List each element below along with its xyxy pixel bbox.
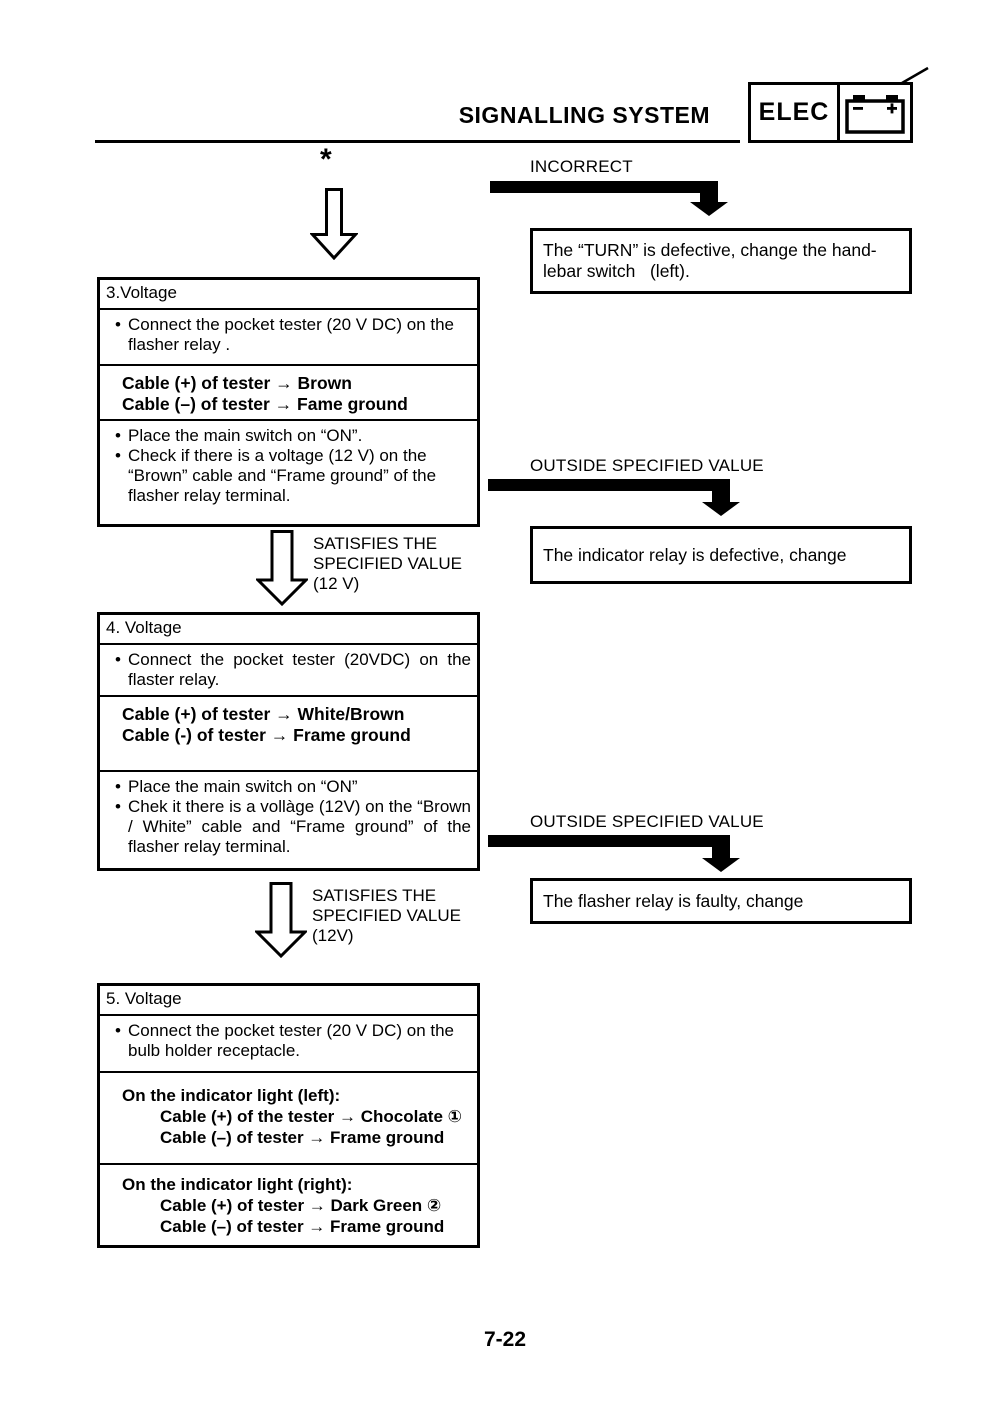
indicator-right-cable-1: Cable (+) of tester → Dark Green ② xyxy=(160,1196,442,1215)
step-4-check-text-2: Chek it there is a vollàge (12V) on the … xyxy=(128,797,472,856)
corner-mark xyxy=(901,66,929,85)
indicator-left-cable-1: Cable (+) of the tester → Chocolate ① xyxy=(160,1107,463,1126)
step-5-left-indicator-row: On the indicator light (left): Cable (+)… xyxy=(100,1071,477,1163)
bullet-icon: • xyxy=(115,797,121,816)
down-arrow-outline-icon xyxy=(255,882,307,958)
step-4-connect-row: • Connect the pocket tester (20VDC) on t… xyxy=(100,643,477,695)
asterisk-note: * xyxy=(320,143,332,176)
step-3-connect-row: • Connect the pocket tester (20 V DC) on… xyxy=(100,308,477,364)
battery-icon xyxy=(840,85,910,140)
page-number: 7-22 xyxy=(483,1328,527,1351)
outside-step-arrow-icon-1 xyxy=(488,479,740,516)
step-3-cable-line-1: Cable (+) of tester → Brown xyxy=(122,373,352,393)
down-arrow-outline-icon xyxy=(256,530,308,606)
down-arrow-outline-icon xyxy=(310,188,358,260)
step-4-connect-text: Connect the pocket tester (20VDC) on the… xyxy=(128,650,471,689)
step-3-title: 3.Voltage xyxy=(106,283,177,302)
step-3-check-text-2: Check if there is a voltage (12 V) on th… xyxy=(128,446,437,505)
outside-step-arrow-icon-2 xyxy=(488,835,740,872)
step-5-voltage-box: 5. Voltage • Connect the pocket tester (… xyxy=(97,983,480,1248)
step-4-cable-line-2: Cable (-) of tester → Frame ground xyxy=(122,725,411,745)
step-3-check-text-1: Place the main switch on “ON”. xyxy=(128,426,363,445)
bullet-icon: • xyxy=(115,315,121,334)
step-5-connect-text: Connect the pocket tester (20 V DC) on t… xyxy=(128,1021,455,1060)
step-3-cable-row: Cable (+) of tester → Brown Cable (–) of… xyxy=(100,364,477,419)
step-4-title: 4. Voltage xyxy=(106,618,182,637)
step-3-voltage-box: 3.Voltage • Connect the pocket tester (2… xyxy=(97,277,480,527)
bullet-icon: • xyxy=(115,1021,121,1040)
step-5-title: 5. Voltage xyxy=(106,989,182,1008)
step-4-voltage-box: 4. Voltage • Connect the pocket tester (… xyxy=(97,612,480,871)
step-4-cable-row: Cable (+) of tester → White/Brown Cable … xyxy=(100,695,477,770)
indicator-right-cable-2: Cable (–) of tester → Frame ground xyxy=(160,1217,445,1236)
outside-value-label-2: OUTSIDE SPECIFIED VALUE xyxy=(530,812,764,831)
step-3-cable-line-2: Cable (–) of tester → Fame ground xyxy=(122,394,408,414)
bullet-icon: • xyxy=(115,446,121,465)
incorrect-label: INCORRECT xyxy=(530,157,633,176)
bullet-icon: • xyxy=(115,777,121,796)
indicator-left-heading: On the indicator light (left): xyxy=(122,1086,341,1105)
step-5-connect-row: • Connect the pocket tester (20 V DC) on… xyxy=(100,1014,477,1071)
step-4-check-text-1: Place the main switch on “ON” xyxy=(128,777,358,796)
incorrect-step-arrow-icon xyxy=(490,181,728,216)
indicator-left-cable-2: Cable (–) of tester → Frame ground xyxy=(160,1128,445,1147)
satisfies-value-label-2: SATISFIES THE SPECIFIED VALUE (12V) xyxy=(312,886,461,945)
step-4-cable-line-1: Cable (+) of tester → White/Brown xyxy=(122,704,405,724)
result-box-indicator-relay: The indicator relay is defective, change xyxy=(530,526,912,584)
bullet-icon: • xyxy=(115,650,121,669)
step-3-check-row: • Place the main switch on “ON”. • Check… xyxy=(100,419,477,524)
step-5-right-indicator-row: On the indicator light (right): Cable (+… xyxy=(100,1163,477,1245)
result-box-turn: The “TURN” is defective, change the hand… xyxy=(530,228,912,294)
chapter-tag-label: ELEC xyxy=(751,85,840,140)
title-underline xyxy=(95,140,740,143)
bullet-icon: • xyxy=(115,426,121,445)
chapter-tag-box: ELEC xyxy=(748,82,913,143)
indicator-right-heading: On the indicator light (right): xyxy=(122,1175,353,1194)
page-title: SIGNALLING SYSTEM xyxy=(458,102,710,128)
outside-value-label-1: OUTSIDE SPECIFIED VALUE xyxy=(530,456,764,475)
result-box-flasher-relay: The flasher relay is faulty, change xyxy=(530,878,912,924)
satisfies-value-label-1: SATISFIES THE SPECIFIED VALUE (12 V) xyxy=(313,534,462,593)
step-4-check-row: • Place the main switch on “ON” • Chek i… xyxy=(100,770,477,868)
step-3-connect-text: Connect the pocket tester (20 V DC) on t… xyxy=(128,315,455,354)
